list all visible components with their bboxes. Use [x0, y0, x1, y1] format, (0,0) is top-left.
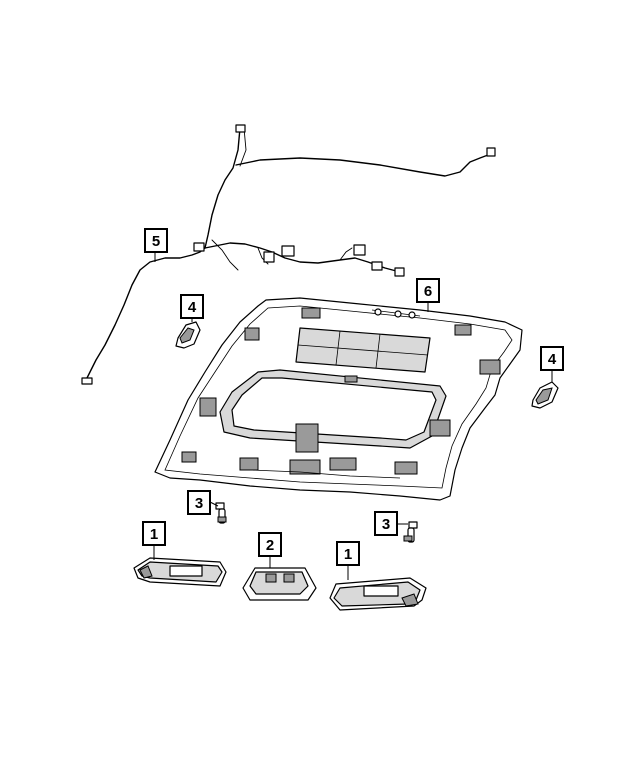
bulb-right	[397, 521, 418, 543]
bulb-left	[209, 501, 227, 524]
callout-label: 1	[150, 526, 158, 543]
dome-lamp	[242, 556, 317, 601]
sun-visor-left	[133, 546, 227, 587]
callout-label: 6	[424, 283, 432, 300]
callout-label: 2	[266, 537, 274, 554]
callout-2: 2	[258, 532, 282, 557]
wiring-harness	[81, 124, 496, 385]
callout-4-left: 4	[180, 294, 204, 319]
callout-5: 5	[144, 228, 168, 253]
callout-1-left: 1	[142, 521, 166, 546]
headliner-panel	[154, 297, 523, 501]
callout-6: 6	[416, 278, 440, 303]
callout-1-right: 1	[336, 541, 360, 566]
callout-3-right: 3	[374, 511, 398, 536]
callout-label: 5	[152, 233, 160, 250]
callout-label: 1	[344, 546, 352, 563]
callout-label: 4	[548, 351, 557, 368]
callout-label: 3	[195, 495, 203, 512]
callout-label: 3	[382, 516, 390, 533]
callout-4-right: 4	[540, 346, 564, 371]
sun-visor-right	[329, 566, 427, 611]
coat-hook-left	[175, 318, 201, 349]
coat-hook-right	[531, 370, 559, 409]
callout-label: 4	[188, 299, 197, 316]
callout-3-left: 3	[187, 490, 211, 515]
